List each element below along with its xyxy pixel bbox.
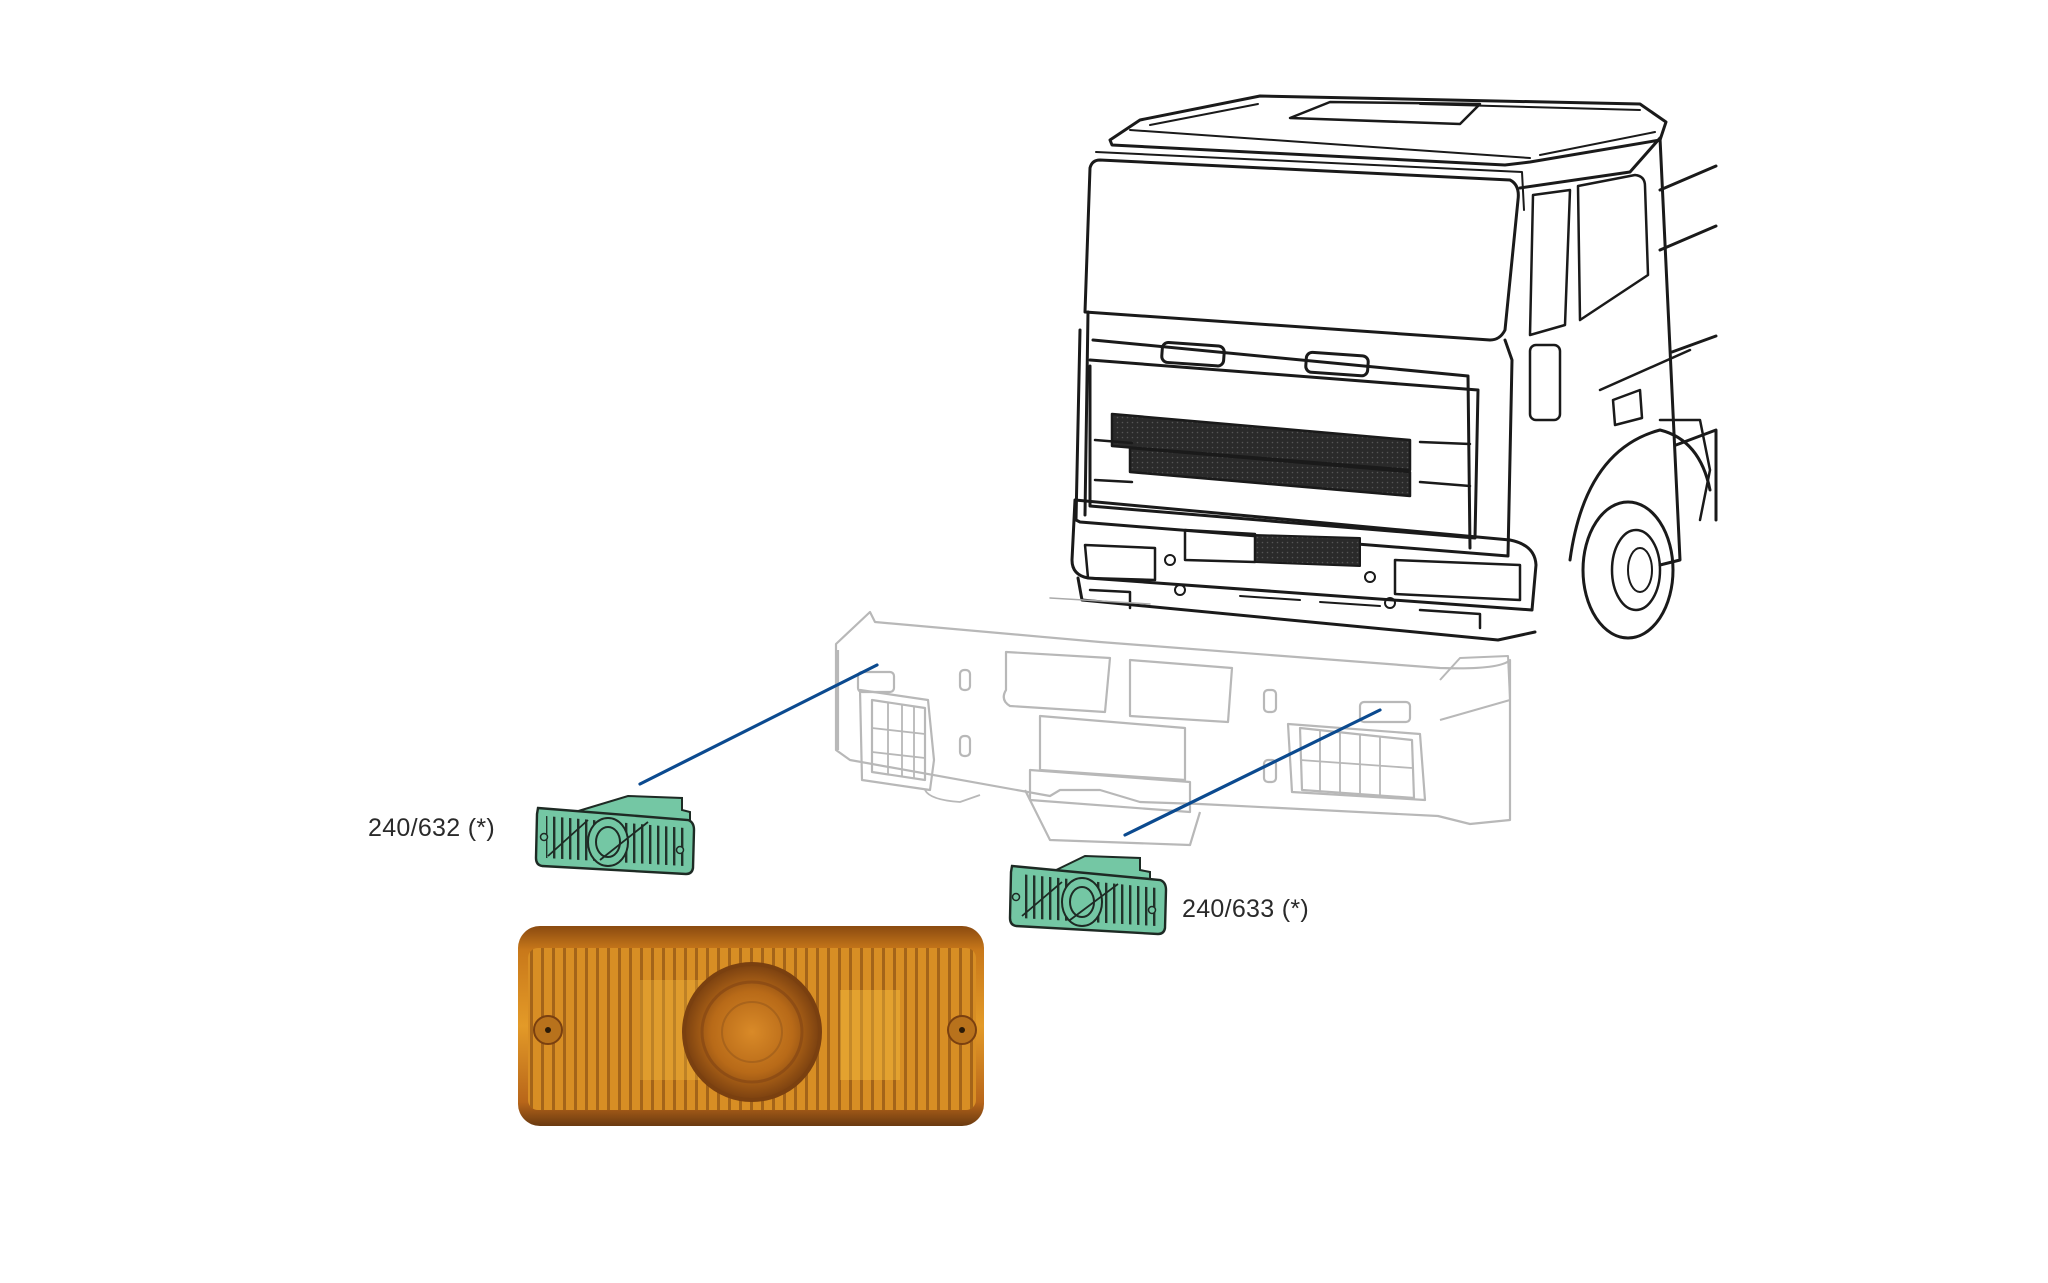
cab-roof — [1108, 94, 1668, 167]
truck-illustration — [1049, 94, 1718, 642]
lamp-part-633[interactable] — [1008, 854, 1168, 936]
amber-lamp-photo — [518, 926, 984, 1126]
handle-right — [1304, 350, 1370, 378]
cargo-body-lines — [1658, 164, 1718, 522]
leader-line-633 — [1123, 708, 1382, 837]
front-wheel — [1581, 500, 1675, 640]
windshield — [1083, 158, 1520, 342]
bumper-outline-ghost — [834, 610, 1512, 847]
part-number-label-633: 240/633 (*) — [1182, 895, 1309, 923]
lamp-part-632[interactable] — [534, 794, 696, 876]
wheel-arch — [1568, 428, 1712, 562]
door — [1518, 136, 1682, 567]
amber-lens — [682, 962, 822, 1102]
part-number-label-632: 240/632 (*) — [368, 814, 495, 842]
roof-hatch — [1288, 100, 1482, 126]
handle-left — [1160, 340, 1226, 368]
leader-line-632 — [638, 663, 879, 786]
truck-bumper — [1070, 498, 1538, 612]
grille — [1110, 412, 1412, 472]
